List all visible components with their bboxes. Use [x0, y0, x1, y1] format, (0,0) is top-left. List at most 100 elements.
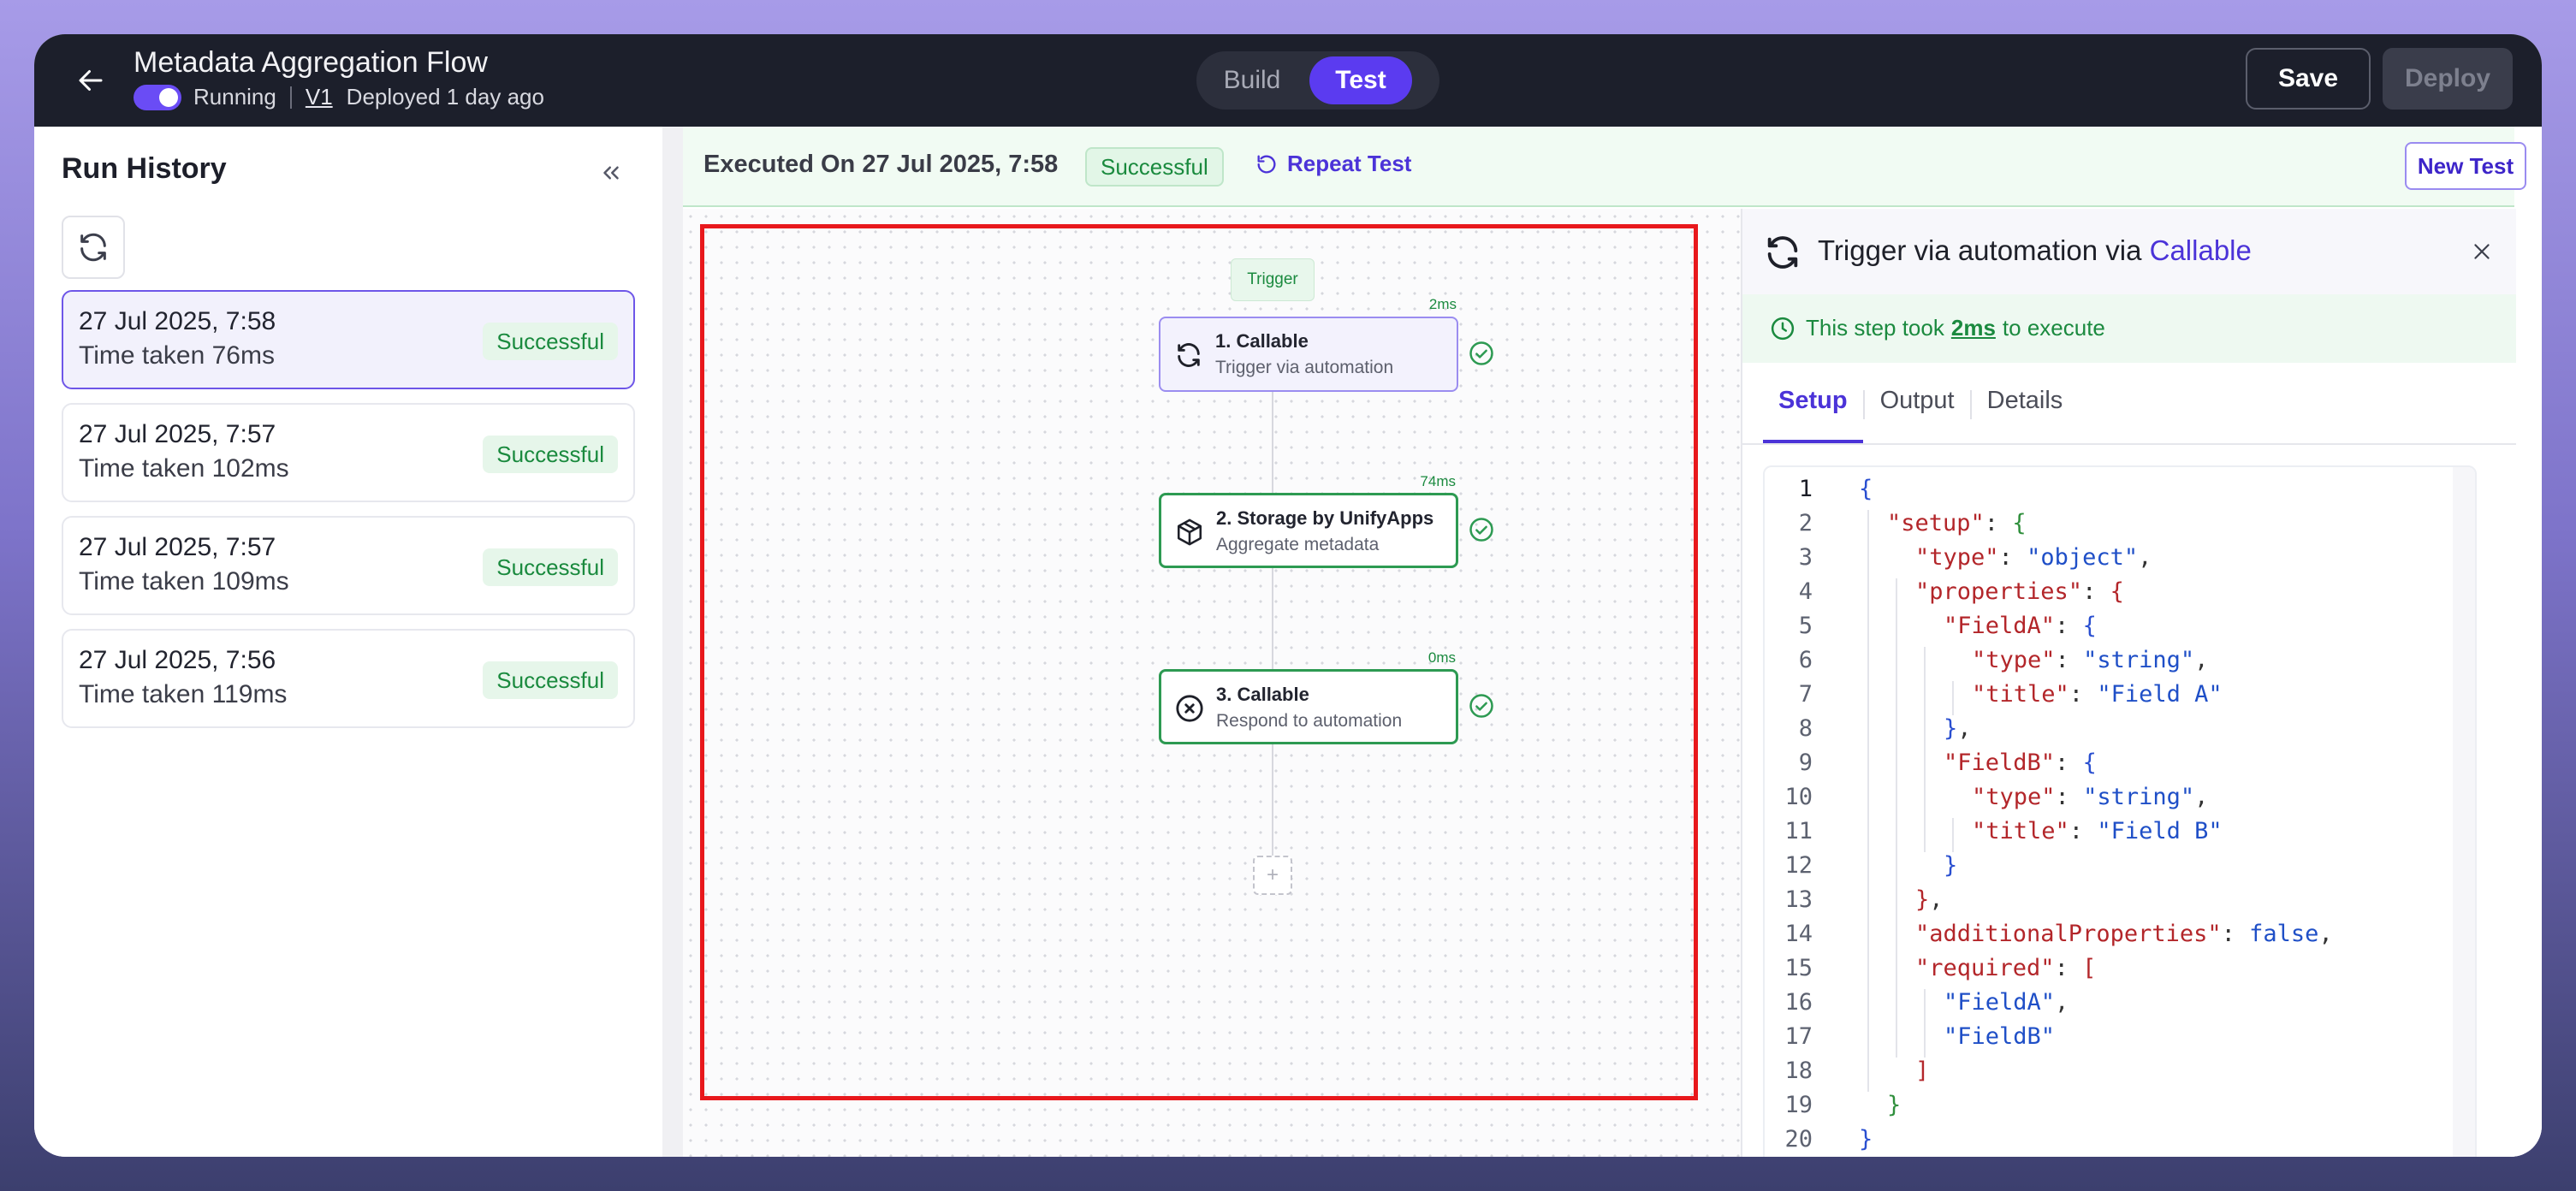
- indent-guide: [1896, 578, 1897, 1058]
- run-item[interactable]: 27 Jul 2025, 7:57 Time taken 102ms Succe…: [62, 403, 635, 502]
- tab-details[interactable]: Details: [1986, 387, 2063, 414]
- tab-setup[interactable]: Setup: [1763, 376, 1863, 443]
- indent-guide: [1924, 647, 1926, 852]
- deploy-button[interactable]: Deploy: [2383, 48, 2513, 110]
- repeat-test-label: Repeat Test: [1287, 151, 1412, 176]
- line-number: 13: [1784, 886, 1813, 913]
- line-number: 1: [1798, 476, 1813, 502]
- flow-connector: [1272, 388, 1273, 868]
- indent-guide: [1952, 818, 1954, 852]
- clock-icon: [1771, 317, 1795, 340]
- code-line: 2 "setup": {: [1765, 510, 2449, 544]
- version-link[interactable]: V1: [305, 84, 333, 110]
- code-text: "setup": {: [1887, 510, 2027, 536]
- code-line: 4"properties": {: [1765, 578, 2449, 613]
- executed-on-label: Executed On 27 Jul 2025, 7:58: [703, 151, 1059, 178]
- flow-status-row: Running V1 Deployed 1 day ago: [134, 84, 544, 110]
- flow-node[interactable]: 0ms 3. Callable Respond to automation: [1159, 649, 1458, 744]
- code-line: 20}: [1765, 1126, 2449, 1157]
- line-number: 15: [1784, 955, 1813, 981]
- top-bar: Metadata Aggregation Flow Running V1 Dep…: [34, 34, 2542, 127]
- flow-canvas[interactable]: Trigger 2ms 1. Callable Trigger via auto…: [683, 209, 1741, 1157]
- close-icon: [2474, 244, 2490, 259]
- code-text: ]: [1915, 1058, 1930, 1084]
- code-line: 7"title": "Field A": [1765, 681, 2449, 715]
- close-panel-button[interactable]: [2468, 238, 2496, 265]
- line-number: 7: [1798, 681, 1813, 708]
- line-number: 8: [1798, 715, 1813, 742]
- refresh-button[interactable]: [62, 216, 125, 279]
- code-line: 14"additionalProperties": false,: [1765, 921, 2449, 955]
- node-title: 2. Storage by UnifyApps: [1216, 507, 1434, 529]
- test-mode-button[interactable]: Test: [1309, 56, 1412, 104]
- repeat-test-button[interactable]: Repeat Test: [1255, 151, 1411, 177]
- run-item[interactable]: 27 Jul 2025, 7:58 Time taken 76ms Succes…: [62, 290, 635, 389]
- execution-bar: Executed On 27 Jul 2025, 7:58 Successful…: [683, 127, 2526, 207]
- line-number: 20: [1784, 1126, 1813, 1152]
- collapse-sidebar-button[interactable]: [592, 154, 630, 192]
- save-button[interactable]: Save: [2246, 48, 2371, 110]
- tab-output[interactable]: Output: [1879, 387, 1955, 414]
- node-subtitle: Respond to automation: [1216, 711, 1403, 731]
- arrow-left-icon: [79, 70, 103, 91]
- code-text: "title": "Field B": [1972, 818, 2223, 844]
- code-line: 17"FieldB": [1765, 1023, 2449, 1058]
- code-line: 9 "FieldB": {: [1765, 750, 2449, 784]
- code-text: {: [1859, 476, 1873, 502]
- code-text: "FieldB": {: [1944, 750, 2097, 776]
- code-editor[interactable]: 1{2"setup": {3"type": "object",4"propert…: [1763, 465, 2477, 1157]
- app-window: Metadata Aggregation Flow Running V1 Dep…: [34, 34, 2542, 1157]
- line-number: 19: [1784, 1092, 1813, 1118]
- run-item[interactable]: 27 Jul 2025, 7:56 Time taken 119ms Succe…: [62, 629, 635, 728]
- new-test-button[interactable]: New Test: [2405, 142, 2526, 190]
- code-line: 5"FieldA": {: [1765, 613, 2449, 647]
- indent-guide: [1952, 681, 1954, 715]
- code-line: 1{: [1765, 476, 2449, 510]
- line-number: 2: [1798, 510, 1813, 536]
- node-subtitle: Aggregate metadata: [1216, 535, 1380, 554]
- check-circle-icon: [1469, 518, 1493, 542]
- code-line: 16"FieldA",: [1765, 989, 2449, 1023]
- refresh-icon: [80, 233, 106, 262]
- deployed-info: Deployed 1 day ago: [346, 84, 544, 110]
- add-step-button[interactable]: +: [1253, 856, 1292, 895]
- code-line: 12}: [1765, 852, 2449, 886]
- highlight-box: [700, 224, 1698, 1100]
- build-mode-button[interactable]: Build: [1223, 66, 1281, 94]
- code-line: 10"type": "string",: [1765, 784, 2449, 818]
- sync-icon: [1172, 339, 1205, 371]
- run-history-sidebar: Run History 27 Jul 2025, 7:58 Time taken…: [34, 127, 662, 1157]
- took-value: 2ms: [1950, 315, 1996, 341]
- line-number: 11: [1784, 818, 1813, 844]
- check-circle-icon: [1469, 341, 1493, 365]
- status-badge: Successful: [483, 323, 618, 360]
- node-duration: 0ms: [1427, 649, 1456, 666]
- running-status-label: Running: [193, 84, 276, 110]
- code-text: "additionalProperties": false,: [1915, 921, 2333, 947]
- divider: [289, 86, 292, 109]
- code-text: "properties": {: [1915, 578, 2124, 605]
- code-line: 11 "title": "Field B": [1765, 818, 2449, 852]
- indent-guide: [1867, 510, 1869, 1092]
- line-number: 18: [1784, 1058, 1813, 1084]
- running-toggle[interactable]: [134, 84, 181, 110]
- run-list: 27 Jul 2025, 7:58 Time taken 76ms Succes…: [62, 290, 635, 742]
- panel-title: Trigger via automation via Callable: [1818, 234, 2252, 267]
- line-number: 9: [1798, 750, 1813, 776]
- rotate-ccw-icon: [1257, 155, 1276, 174]
- node-title: 1. Callable: [1215, 330, 1309, 352]
- code-text: "type": "string",: [1972, 647, 2209, 673]
- back-button[interactable]: [72, 62, 110, 99]
- flow-node[interactable]: 2ms 1. Callable Trigger via automation: [1159, 296, 1458, 392]
- cube-icon: [1173, 516, 1206, 548]
- chevrons-left-icon: [603, 166, 619, 180]
- code-scrollbar[interactable]: [2453, 467, 2475, 1157]
- line-number: 6: [1798, 647, 1813, 673]
- flow-node[interactable]: 74ms 2. Storage by UnifyApps Aggregate m…: [1159, 473, 1458, 568]
- status-badge: Successful: [483, 661, 618, 699]
- execution-status-badge: Successful: [1085, 147, 1224, 187]
- code-text: },: [1915, 886, 1944, 913]
- run-date: 27 Jul 2025, 7:58: [79, 307, 276, 335]
- code-line: 18]: [1765, 1058, 2449, 1092]
- run-item[interactable]: 27 Jul 2025, 7:57 Time taken 109ms Succe…: [62, 516, 635, 615]
